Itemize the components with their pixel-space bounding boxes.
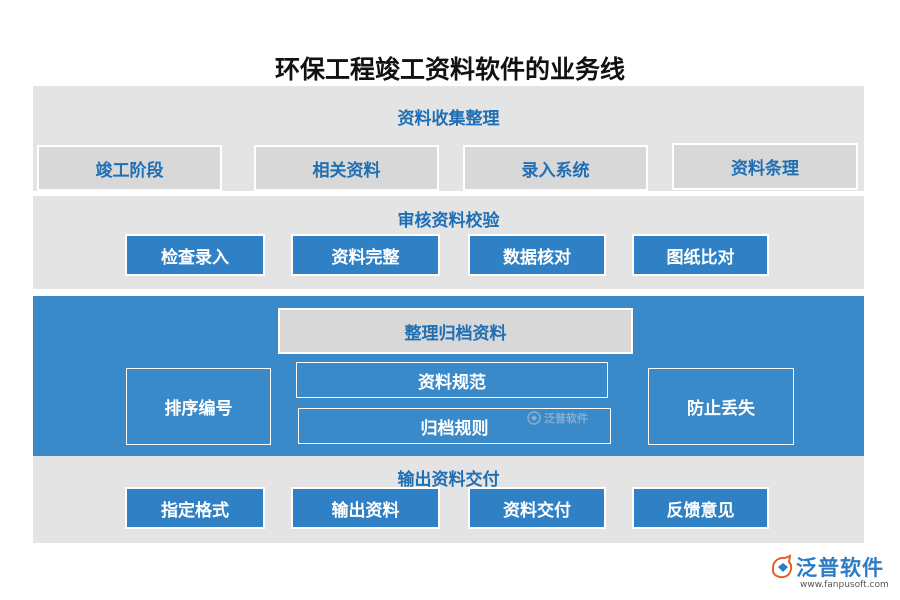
collect-item: 相关资料 (254, 145, 439, 191)
page-title: 环保工程竣工资料软件的业务线 (274, 55, 625, 84)
section-collect: 资料收集整理 竣工阶段 相关资料 录入系统 资料条理 (33, 86, 864, 191)
collect-item: 资料条理 (672, 143, 858, 190)
watermark-center-text: 泛普软件 (544, 412, 588, 425)
brand-url: www.fanpusoft.com (800, 580, 889, 590)
archive-middle-box: 资料规范 (296, 362, 608, 398)
collect-item: 竣工阶段 (37, 145, 222, 191)
brand-name: 泛普软件 (796, 556, 884, 580)
section-output: 输出资料交付 指定格式 输出资料 资料交付 反馈意见 (33, 456, 864, 543)
output-item: 指定格式 (125, 487, 265, 529)
review-item: 检查录入 (125, 234, 265, 276)
review-item: 数据核对 (468, 234, 606, 276)
section-archive-heading: 整理归档资料 (278, 308, 633, 354)
collect-item: 录入系统 (463, 145, 648, 191)
section-archive: 整理归档资料 排序编号 资料规范 归档规则 防止丢失 (33, 296, 864, 456)
brand-logo-icon (527, 411, 541, 425)
output-item: 输出资料 (291, 487, 440, 529)
archive-middle-box: 归档规则 (298, 408, 611, 444)
output-item: 资料交付 (468, 487, 606, 529)
review-item: 资料完整 (291, 234, 440, 276)
brand-logo-icon (772, 554, 793, 579)
archive-right-box: 防止丢失 (648, 368, 794, 445)
archive-left-box: 排序编号 (126, 368, 271, 445)
brand-watermark: 泛普软件 www.fanpusoft.com (770, 552, 895, 596)
review-item: 图纸比对 (632, 234, 769, 276)
section-collect-heading: 资料收集整理 (397, 109, 500, 129)
output-item: 反馈意见 (632, 487, 769, 529)
watermark-center: 泛普软件 (527, 410, 588, 426)
section-review-heading: 审核资料校验 (397, 211, 500, 231)
section-review: 审核资料校验 检查录入 资料完整 数据核对 图纸比对 (33, 196, 864, 289)
section-output-heading: 输出资料交付 (397, 470, 500, 490)
